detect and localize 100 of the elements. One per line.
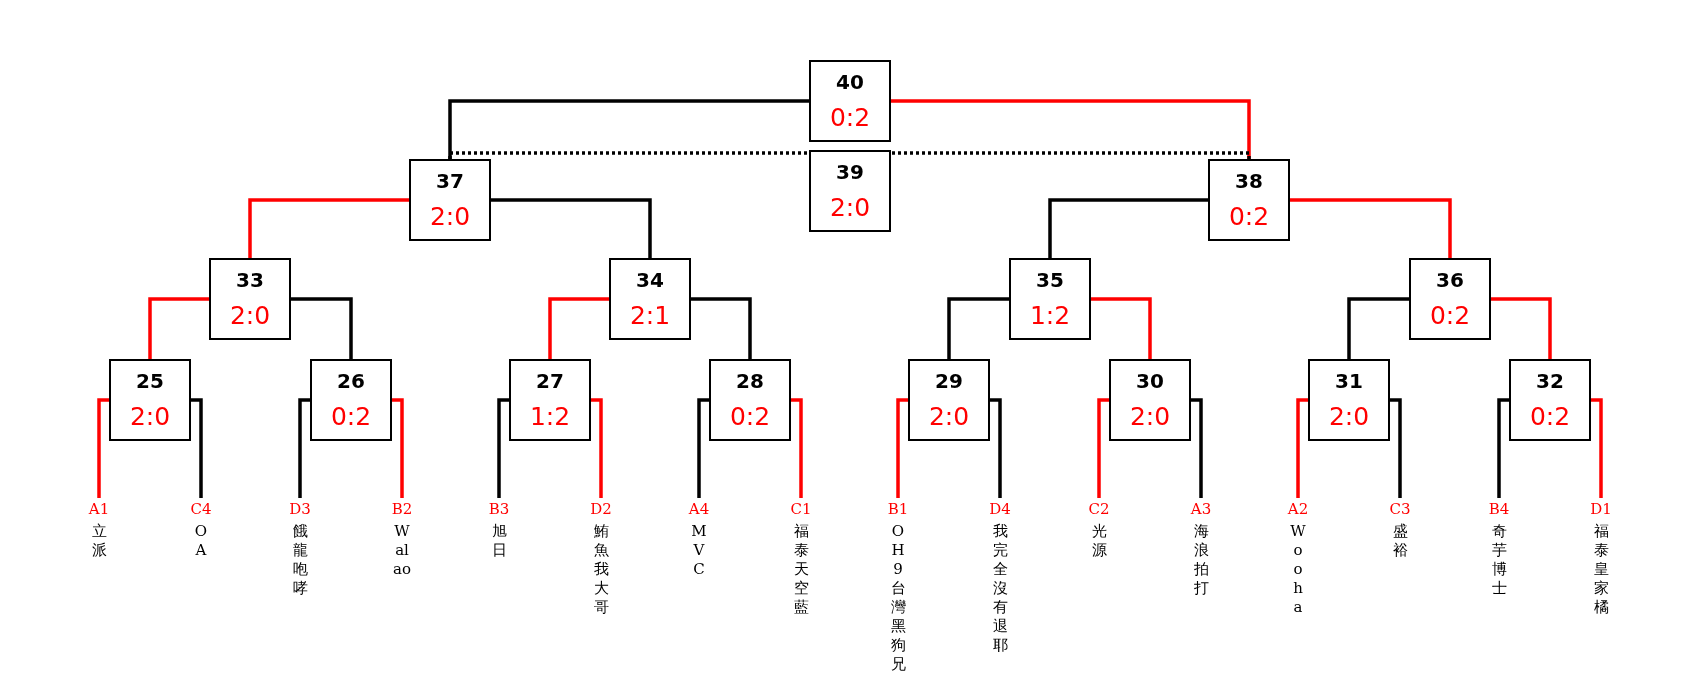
match-number: 27 [536,369,564,393]
team-name: OA [193,522,209,560]
bracket-line [697,398,709,498]
match-number: 30 [1136,369,1164,393]
match-box [1409,258,1491,340]
match-box [1109,359,1191,441]
bracket-line [97,398,109,498]
bracket-line [1347,297,1409,359]
bracket-line [191,398,203,498]
match-number: 28 [736,369,764,393]
match-box [809,60,891,142]
match-score: 0:2 [1529,403,1571,431]
team-name: 立派 [90,522,108,560]
match-score: 2:0 [229,302,271,330]
match-score: 2:0 [1129,403,1171,431]
bracket-line [291,297,353,359]
match-score: 0:2 [729,403,771,431]
match-number: 39 [836,160,864,184]
bracket-line [1091,297,1152,359]
team-name: OH9台灣黑狗兄 [889,522,907,674]
match-score: 1:2 [529,403,571,431]
team-name: 鮪魚我大哥 [592,522,610,617]
team-name: 福泰皇家橘 [1592,522,1610,617]
bracket-line [947,297,1009,359]
bracket-line [491,198,652,258]
team-name: 我完全沒有退耶 [991,522,1009,655]
match-number: 36 [1436,268,1464,292]
team-name: MVC [690,522,708,579]
match-number: 32 [1536,369,1564,393]
match-box [310,359,392,441]
seed-label: C1 [790,500,812,518]
match-score: 2:0 [1328,403,1370,431]
match-number: 31 [1335,369,1363,393]
seed-label: D2 [590,500,612,518]
match-score: 0:2 [1429,302,1471,330]
match-score: 0:2 [330,403,372,431]
match-number: 37 [436,169,464,193]
team-name: Wooha [1289,522,1307,617]
seed-label: B4 [1488,500,1510,518]
bracket-line [1491,297,1552,359]
bracket-line [896,398,908,498]
match-number: 34 [636,268,664,292]
bracket-line [1097,398,1109,498]
seed-label: B2 [391,500,413,518]
match-number: 33 [236,268,264,292]
seed-label: B3 [488,500,510,518]
bracket-line [448,99,809,159]
bracket-line [990,398,1002,498]
seed-label: A1 [88,500,110,518]
team-name: 餓龍咆哮 [291,522,309,598]
team-name: Walao [393,522,411,579]
match-box [409,159,491,241]
seed-label: C3 [1389,500,1411,518]
seed-label: A4 [688,500,710,518]
bracket-line [891,99,1251,159]
bracket-line [548,297,609,359]
match-score: 1:2 [1029,302,1071,330]
match-box [209,258,291,340]
dotted-connector [448,151,809,159]
seed-label: C2 [1088,500,1110,518]
bracket-line [1191,398,1203,498]
match-box [609,258,691,340]
seed-label: A3 [1190,500,1212,518]
bracket-line [1048,198,1208,258]
match-box [109,359,191,441]
dotted-connector [891,151,1251,159]
match-number: 38 [1235,169,1263,193]
bracket-line [298,398,310,498]
match-box [1208,159,1290,241]
bracket-line [1296,398,1308,498]
bracket-line [591,398,603,498]
bracket-line [691,297,752,359]
match-box [1009,258,1091,340]
seed-label: A2 [1287,500,1309,518]
seed-label: C4 [190,500,212,518]
bracket-line [791,398,803,498]
match-box [1509,359,1591,441]
match-score: 2:1 [629,302,671,330]
bracket-line [1290,198,1452,258]
match-box [1308,359,1390,441]
bracket-line [1497,398,1509,498]
match-number: 35 [1036,268,1064,292]
team-name: 盛裕 [1391,522,1409,560]
bracket-line [1591,398,1603,498]
team-name: 奇芋博士 [1490,522,1508,598]
team-name: 福泰天空藍 [792,522,810,617]
match-box [709,359,791,441]
bracket-line [497,398,509,498]
team-name: 海浪拍打 [1192,522,1210,598]
match-box [809,150,891,232]
match-score: 2:0 [928,403,970,431]
seed-label: D4 [989,500,1011,518]
match-number: 25 [136,369,164,393]
match-score: 0:2 [829,104,871,132]
match-box [509,359,591,441]
match-score: 2:0 [129,403,171,431]
match-box [908,359,990,441]
bracket-line [1390,398,1402,498]
match-score: 0:2 [1228,203,1270,231]
bracket-line [248,198,409,258]
